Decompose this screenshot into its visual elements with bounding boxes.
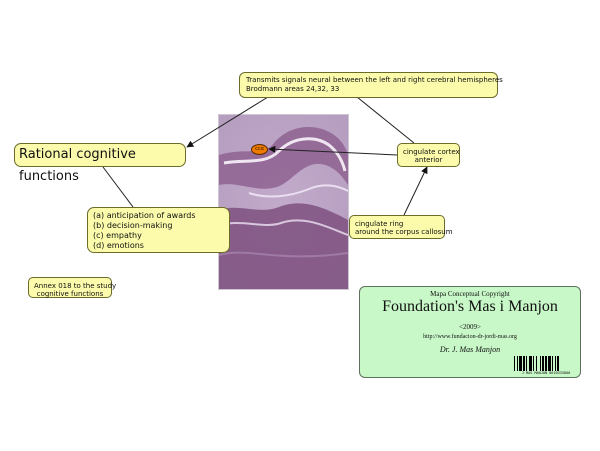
cingulate-cortex-anterior-node[interactable]: cingulate cortex anterior bbox=[397, 143, 460, 167]
transmits-signals-node[interactable]: Transmits signals neural between the lef… bbox=[239, 72, 503, 98]
foundation-name: Foundation's Mas i Manjon bbox=[382, 298, 558, 315]
barcode-icon bbox=[514, 356, 559, 371]
copyright-year: <2009> bbox=[459, 323, 481, 331]
brain-histology-image bbox=[218, 114, 349, 290]
connector-transmit-to-title bbox=[186, 96, 269, 148]
connector-title-to-functions bbox=[102, 166, 134, 208]
functions-list-node[interactable]: (a) anticipation of awards (b) decision-… bbox=[87, 207, 230, 253]
cognitive-functions-text: cognitive functions bbox=[36, 290, 104, 298]
cingulate-cortex-text: cingulate cortex bbox=[403, 148, 460, 156]
connector-transmit-to-cingulate bbox=[356, 96, 415, 144]
function-item: (a) anticipation of awards bbox=[93, 211, 196, 220]
connector-cingulate-to-marker bbox=[268, 145, 398, 156]
rational-cognitive-functions-node[interactable]: Rational cognitive functions bbox=[14, 143, 186, 184]
cingulate-cortex-marker: ccα bbox=[251, 144, 268, 155]
transmits-signals-text: Transmits signals neural between the lef… bbox=[246, 76, 503, 84]
foundation-url[interactable]: http://www.fundacion-dr-jordi-mas.org bbox=[423, 334, 517, 340]
anterior-text: anterior bbox=[414, 156, 443, 164]
copyright-label: Mapa Conceptual Copyright bbox=[430, 290, 510, 298]
rational-cognitive-functions-title: Rational cognitive functions bbox=[19, 147, 136, 184]
annex-text: Annex 018 to the study bbox=[34, 282, 117, 290]
barcode-text: J MAS MANJON 0610333800 bbox=[521, 371, 571, 375]
cingulate-ring-node[interactable]: cingulate ring around the corpus callosu… bbox=[349, 215, 453, 239]
corpus-callosum-text: around the corpus callosum bbox=[355, 228, 453, 236]
brodmann-areas-text: Brodmann areas 24,32, 33 bbox=[246, 85, 340, 93]
signature: Dr. J. Mas Manjon bbox=[439, 345, 501, 354]
function-item: (d) emotions bbox=[93, 241, 144, 250]
function-item: (b) decision-making bbox=[93, 221, 173, 230]
connector-ring-to-cingulate bbox=[403, 166, 428, 216]
annex-note-node[interactable]: Annex 018 to the study cognitive functio… bbox=[28, 277, 117, 298]
cingulate-ring-text: cingulate ring bbox=[355, 220, 404, 228]
copyright-panel: Mapa Conceptual Copyright Foundation's M… bbox=[359, 286, 581, 378]
function-item: (c) empathy bbox=[93, 231, 142, 240]
